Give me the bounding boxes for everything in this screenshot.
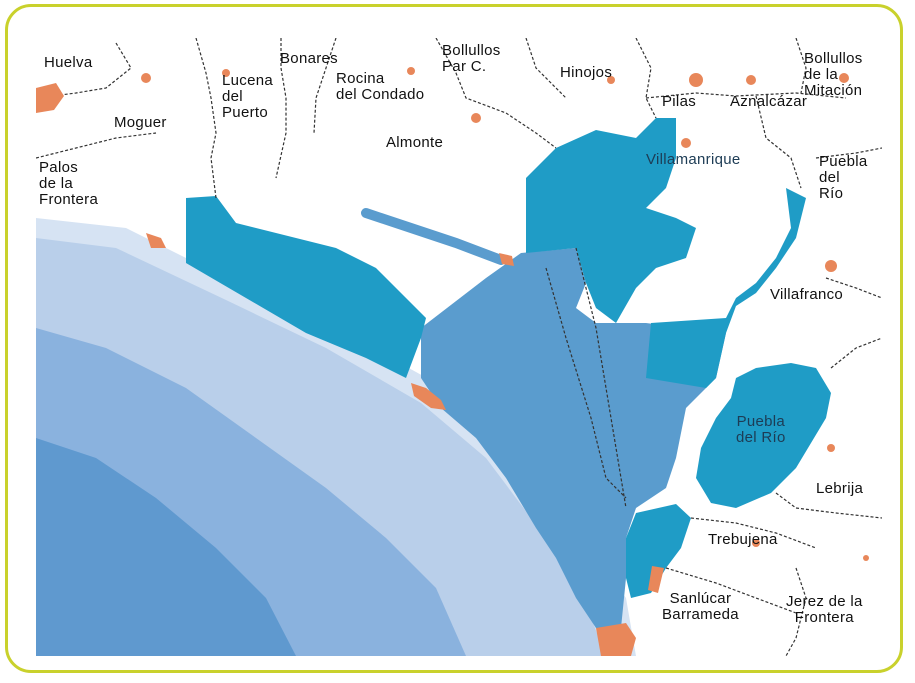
map-canvas[interactable]: Huelva Bonares Bollullos Par C. Hinojos … <box>36 38 882 656</box>
protected-area-north <box>526 118 696 323</box>
protected-area-puebla <box>696 363 831 508</box>
protected-area-south <box>626 504 691 598</box>
towns <box>36 67 869 656</box>
river-channel <box>361 208 506 265</box>
place-label-huelva: Huelva <box>44 54 93 71</box>
place-label-pilas: Pilas <box>662 93 697 110</box>
protected-area-east-strip <box>646 188 806 388</box>
place-label-villafranco: Villafranco <box>770 286 844 303</box>
place-label-bollullos-par: Bollullos Par C. <box>442 42 501 75</box>
place-label-almonte: Almonte <box>386 134 444 151</box>
place-label-puebla-rio-north: Puebla del Río <box>819 153 868 202</box>
place-label-rocina: Rocina del Condado <box>336 70 425 103</box>
place-label-hinojos: Hinojos <box>560 64 613 81</box>
sea-deep-zone <box>36 438 296 656</box>
place-label-palos: Palos de la Frontera <box>39 159 99 208</box>
place-label-moguer: Moguer <box>114 114 167 131</box>
place-label-puebla-rio-south: Puebla del Río <box>736 413 786 446</box>
place-label-trebujena: Trebujena <box>708 531 778 548</box>
place-label-bollullos-mitacion: Bollullos de la Mitación <box>804 50 863 99</box>
protected-area-west <box>186 196 426 378</box>
place-label-aznalcazar: Aznalcázar <box>730 93 808 110</box>
place-label-lebrija: Lebrija <box>816 480 864 497</box>
place-label-jerez: Jerez de la Frontera <box>786 593 863 626</box>
place-label-bonares: Bonares <box>280 50 338 67</box>
map-svg <box>36 38 882 656</box>
place-label-lucena: Lucena del Puerto <box>222 72 274 121</box>
place-label-villamanrique: Villamanrique <box>646 151 741 168</box>
place-label-sanlucar: Sanlúcar Barrameda <box>662 590 739 623</box>
municipal-boundaries <box>36 38 882 656</box>
